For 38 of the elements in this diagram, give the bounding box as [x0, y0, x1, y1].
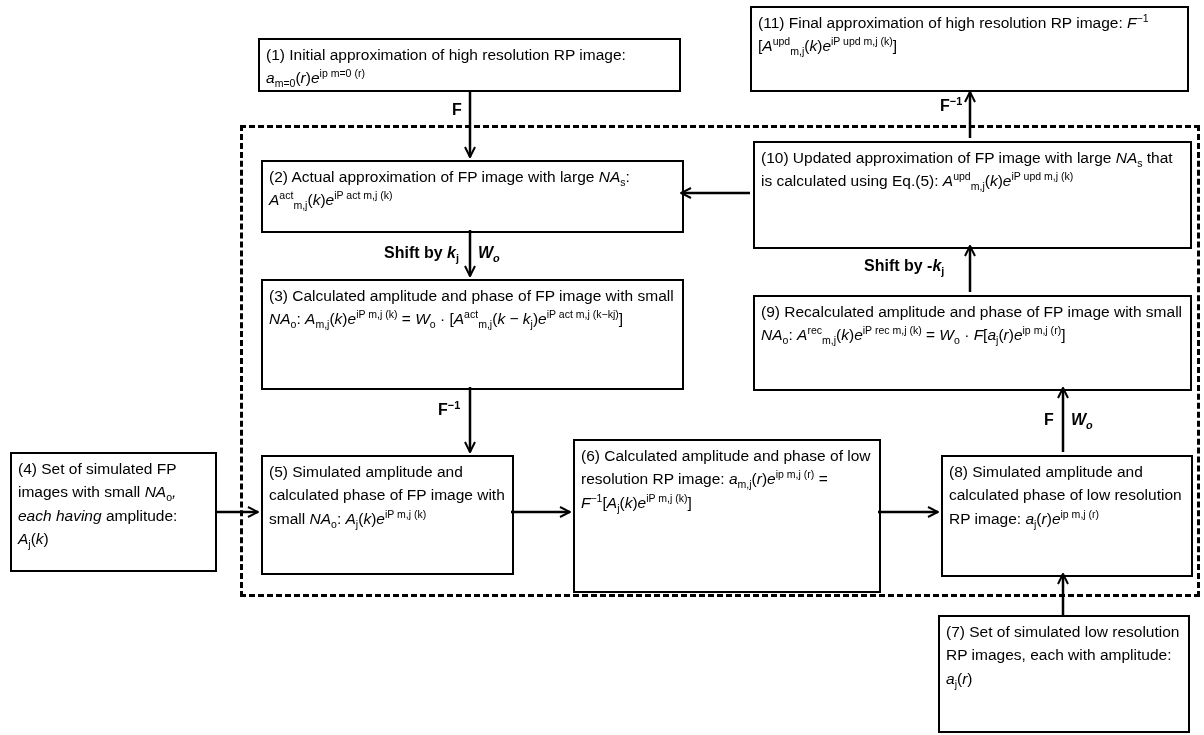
- box-text: (7) Set of simulated low resolution RP images, each with amplitude: a$_{j}$(r): [946, 622, 1181, 690]
- edge-label: Shift by -k$_{j}$: [862, 256, 947, 276]
- arrow: [964, 91, 976, 138]
- process-box: [753, 141, 1192, 249]
- process-box: [261, 160, 684, 233]
- box-text: (9) Recalculated amplitude and phase of FP image with small NA$_{o}$: A$^{rec}$$_{m,j}$(k)e$^{iP rec m,j (k)}$ = W$_{o}$ · F[a$_{j}$(r)e$^{ip m,j (r)}$]: [761, 302, 1183, 347]
- process-box: [753, 295, 1192, 391]
- arrow: [217, 506, 259, 518]
- arrow: [464, 230, 476, 277]
- arrow: [680, 187, 750, 199]
- box-text: (10) Updated approximation of FP image with large NA$_{s}$ that is calculated using Eq.(5): A$^{upd}$$_{m,j}$(k)e$^{iP upd m,j (k)}$: [761, 148, 1174, 193]
- edge-label: Shift by k$_{j}$: [382, 243, 462, 263]
- box-text: (2) Actual approximation of FP image with large NA$_{s}$: A$^{act}$$_{m,j}$(k)e$^{iP act m,j (k)}$: [269, 167, 631, 212]
- box-text: (5) Simulated amplitude and calculated phase of FP image with small NA$_{o}$: A$_{j}$(k)e$^{iP m,j (k)}$: [269, 462, 506, 530]
- process-box: [938, 615, 1190, 733]
- process-box: [750, 6, 1189, 92]
- box-text: (3) Calculated amplitude and phase of FP image with small NA$_{o}$: A$_{m,j}$(k)e$^{iP m,j (k)}$ = W$_{o}$ · [A$^{act}$$_{m,j}$(k −k$_{j}$)e$^{iP act m,j (k−kj)}$]: [269, 286, 675, 331]
- process-box: [573, 439, 881, 593]
- arrow: [1057, 573, 1069, 615]
- arrow: [464, 92, 476, 158]
- process-box: [258, 38, 681, 92]
- operator-label: W$_{o}$: [1069, 410, 1095, 430]
- process-box: [941, 455, 1193, 577]
- arrow: [464, 387, 476, 453]
- process-box: [261, 455, 514, 575]
- box-text: (8) Simulated amplitude and calculated phase of low resolution RP image: a$_{j}$(r)e$^{ip m,j (r)}$: [949, 462, 1183, 530]
- arrow: [1057, 387, 1069, 452]
- operator-label: W$_{o}$: [476, 243, 502, 263]
- dashed-frame: [240, 125, 1200, 597]
- box-text: (4) Set of simulated FP images with small NA$_{o}$, each having amplitude: A$_{j}$(k): [18, 459, 179, 550]
- process-box: [10, 452, 217, 572]
- box-text: (6) Calculated amplitude and phase of low resolution RP image: a$_{m,j}$(r)e$^{ip m,j (r)}$ = F$^{−1}$[A$_{j}$(k)e$^{iP m,j (k)}$]: [581, 446, 872, 514]
- arrow: [878, 506, 939, 518]
- arrow: [964, 245, 976, 292]
- box-text: (1) Initial approximation of high resolution RP image: a$_{m=0}$(r)e$^{ip m=0 (r)}$: [266, 45, 627, 90]
- arrow: [511, 506, 571, 518]
- process-box: [261, 279, 684, 390]
- box-text: (11) Final approximation of high resolution RP image: F$^{−1}$ [A$^{upd}$$_{m,j}$(k)e$^{iP upd m,j (k)}$]: [758, 11, 1150, 58]
